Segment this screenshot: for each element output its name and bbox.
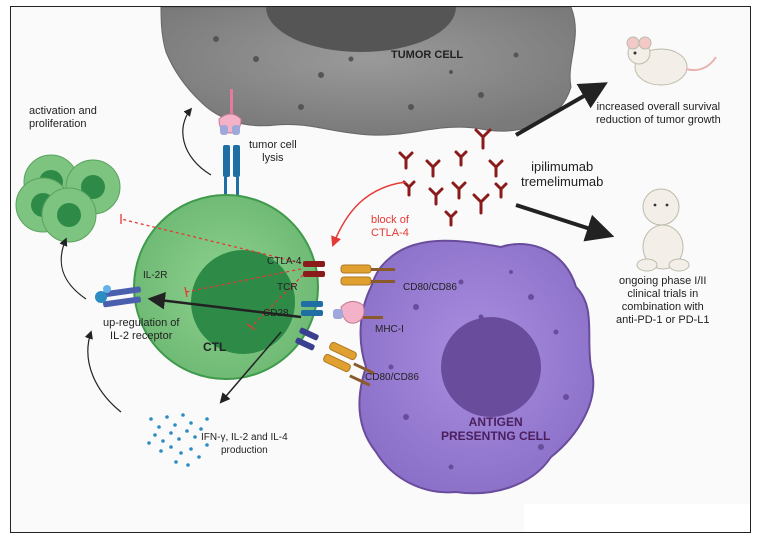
trials-line1: ongoing phase I/II [619, 275, 707, 287]
apc-cell [358, 239, 595, 495]
figure-frame: TUMOR CELL activation and proliferation … [10, 6, 751, 533]
baby-illustration [636, 188, 690, 272]
survival-line2: reduction of tumor growth [596, 114, 721, 126]
upregulation-line2: IL-2 receptor [110, 330, 173, 342]
upregulation-line1: up-regulation of [103, 317, 180, 329]
proliferating-cells [15, 154, 121, 243]
cytokine-dots [147, 413, 209, 467]
mhc1-label: MHC-I [375, 324, 404, 335]
drug-line1: ipilimumab [531, 159, 594, 174]
il2-receptor [95, 285, 141, 308]
arrow-to-upregulation [84, 330, 122, 413]
cd28-label: CD28 [263, 308, 289, 319]
cd80-cd86-top-ligand [340, 264, 395, 286]
apc-line1: ANTIGEN [468, 415, 523, 429]
tcr-receptor [301, 301, 323, 316]
blank-corner [524, 504, 750, 532]
apc-line2: PRESENTNG CELL [441, 429, 551, 443]
arrow-to-il2r [147, 291, 302, 319]
il2r-label: IL-2R [143, 270, 168, 281]
tcr-label: TCR [277, 282, 298, 293]
block-line1: block of [371, 214, 409, 226]
upregulation-label: up-regulation of IL-2 receptor [103, 317, 179, 343]
cd80-cd86-top-label: CD80/CD86 [403, 282, 457, 293]
survival-label: increased overall survival reduction of … [596, 101, 721, 127]
drug-line2: tremelimumab [521, 174, 604, 189]
tumor-nucleus [266, 7, 456, 52]
trials-line2: clinical trials in [627, 288, 699, 300]
tumor-lysis-line2: lysis [262, 152, 284, 164]
tumor-cell [160, 7, 576, 136]
block-label: block of CTLA-4 [371, 214, 409, 240]
cd28-receptor [295, 327, 319, 351]
activation-line2: proliferation [29, 118, 87, 130]
apc-nucleus [441, 317, 541, 417]
cytokine-line2: production [221, 445, 268, 456]
trials-line4: anti-PD-1 or PD-L1 [616, 314, 710, 326]
arrow-to-survival [515, 82, 608, 137]
antibody-cluster [398, 128, 508, 227]
cd80-cd86-bottom-ligand [323, 341, 375, 387]
tumor-lysis-label: tumor cell lysis [249, 139, 297, 165]
arrow-to-activation [59, 237, 87, 300]
mhc1-molecule [333, 301, 383, 324]
activation-line1: activation and [29, 105, 97, 117]
trials-label: ongoing phase I/II clinical trials in co… [616, 275, 710, 327]
apc-label: ANTIGEN PRESENTNG CELL [441, 415, 550, 443]
trials-line3: combination with [621, 301, 704, 313]
tumor-antigen [218, 89, 242, 135]
tumor-lysis-line1: tumor cell [249, 139, 297, 151]
ctl-label: CTL [203, 340, 227, 354]
diagram-canvas [15, 7, 717, 495]
cd80-cd86-bottom-label: CD80/CD86 [365, 372, 419, 383]
cytokine-label: IFN-γ, IL-2 and IL-4 production [201, 431, 288, 457]
cytokine-line1: IFN-γ, IL-2 and IL-4 [201, 432, 288, 443]
arrow-to-cytokines [219, 331, 282, 404]
arrow-to-lysis [182, 107, 212, 176]
ctla4-receptor [303, 261, 325, 277]
inhibition-lines [120, 214, 304, 331]
arrow-to-trials [515, 203, 615, 242]
tcr-top-receptor [223, 145, 240, 205]
block-line2: CTLA-4 [371, 227, 409, 239]
drug-label: ipilimumab tremelimumab [521, 159, 603, 189]
mouse-illustration [626, 36, 717, 86]
ctla4-label: CTLA-4 [267, 256, 302, 267]
tumor-cell-label: TUMOR CELL [391, 49, 464, 61]
survival-line1: increased overall survival [596, 101, 721, 113]
block-arrow [331, 181, 407, 247]
activation-label: activation and proliferation [29, 105, 97, 131]
